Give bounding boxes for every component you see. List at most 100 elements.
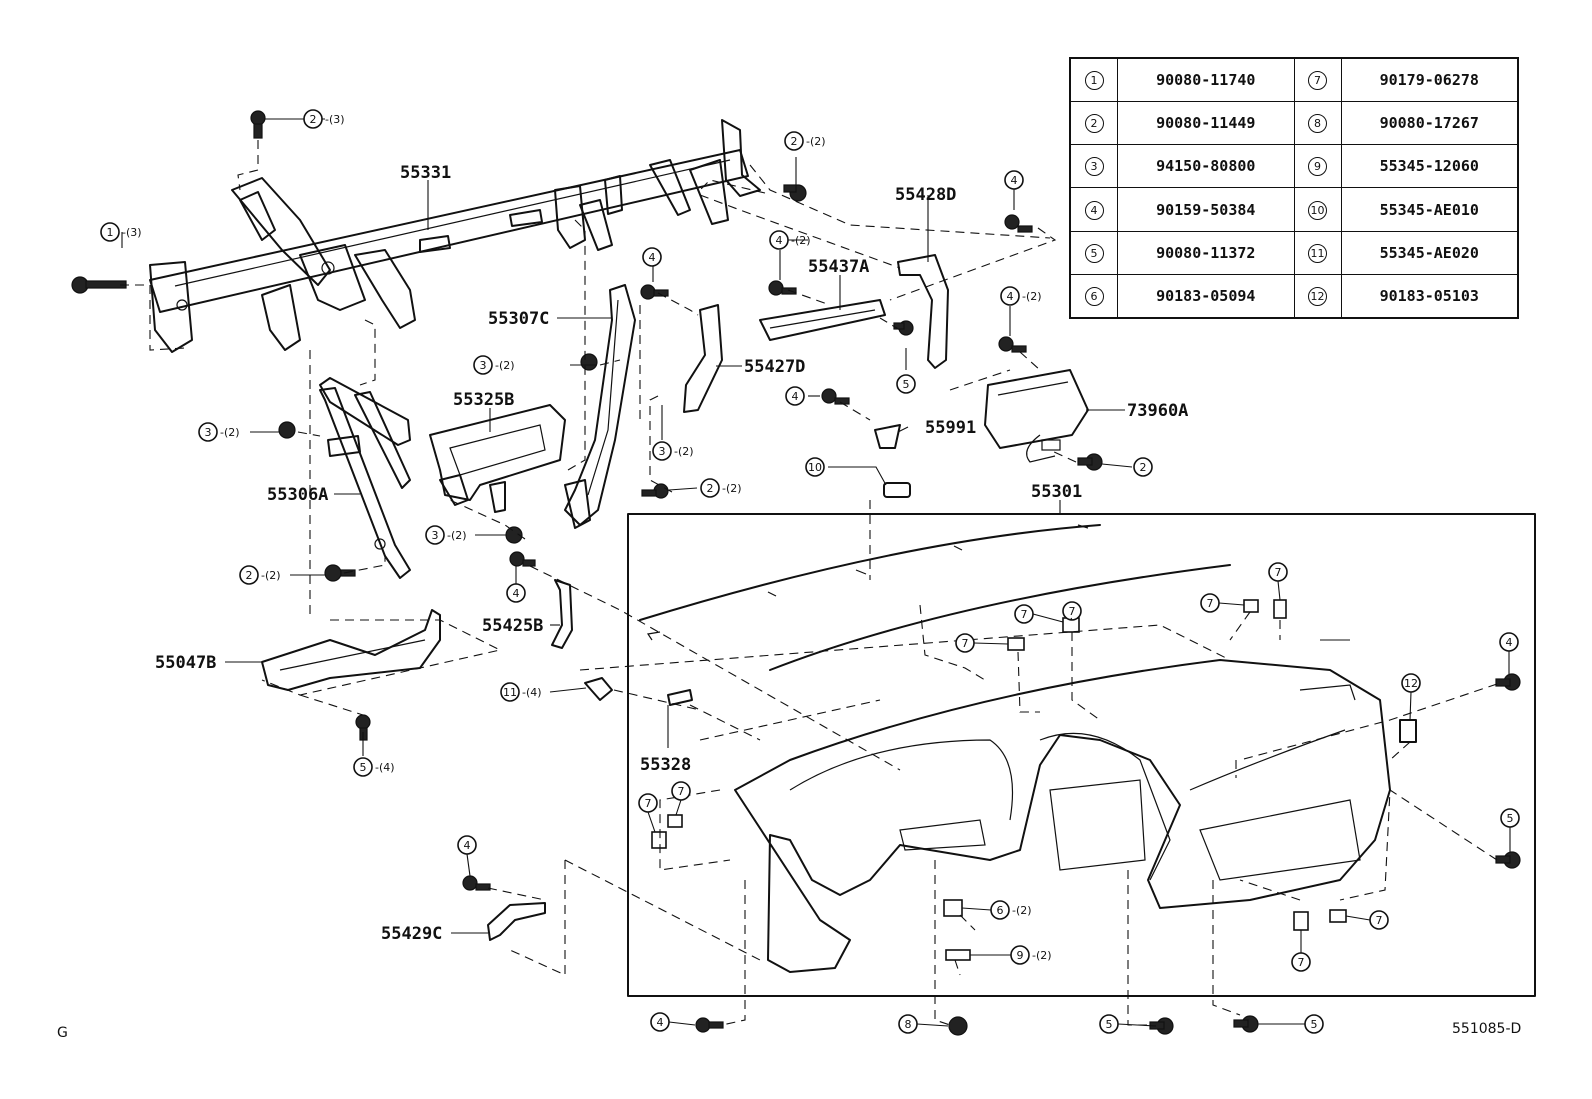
callout: 4: [506, 583, 526, 603]
leader-lines: [121, 118, 1350, 934]
svg-text:4: 4: [792, 390, 799, 403]
callout: 2 -(2): [700, 478, 742, 498]
callout: 4-(2): [769, 230, 811, 250]
legend-key: 4: [1084, 200, 1104, 220]
callout: 4: [1499, 632, 1519, 652]
callout: 7: [1200, 593, 1220, 613]
callout: 5: [896, 374, 916, 394]
svg-text:2: 2: [707, 482, 714, 495]
svg-text:-(3): -(3): [325, 113, 345, 126]
part-label-55301: 55301: [1031, 482, 1082, 502]
svg-text:7: 7: [1069, 605, 1076, 618]
legend-key: 3: [1084, 157, 1104, 177]
svg-text:10: 10: [808, 461, 822, 474]
legend-part-number: 90159-50384: [1117, 187, 1295, 232]
svg-text:5: 5: [903, 378, 910, 391]
legend-row: 3 94150-80800 9 55345-12060: [1070, 144, 1518, 189]
svg-text:9: 9: [1017, 949, 1024, 962]
part-label-55306A: 55306A: [267, 485, 328, 505]
legend-key: 9: [1308, 157, 1327, 177]
svg-text:-(2): -(2): [447, 529, 467, 542]
callout: 7: [1369, 910, 1389, 930]
svg-text:7: 7: [645, 797, 652, 810]
legend-grid: 1 90080-11740 7 90179-06278 2 90080-1144…: [1070, 57, 1518, 319]
svg-text:-(2): -(2): [220, 426, 240, 439]
callout: 5: [1500, 808, 1520, 828]
svg-text:7: 7: [1207, 597, 1214, 610]
legend-key: 1: [1084, 71, 1104, 91]
callout: 2: [1133, 457, 1153, 477]
callout: 9-(2): [1010, 945, 1052, 965]
svg-text:12: 12: [1404, 677, 1418, 690]
svg-text:1: 1: [107, 226, 114, 239]
svg-text:-(2): -(2): [1012, 904, 1032, 917]
callout: 5: [1304, 1014, 1324, 1034]
callout: 3 -(2): [198, 422, 240, 442]
svg-text:-(4): -(4): [522, 686, 542, 699]
part-drawings: [71, 110, 1536, 1036]
svg-text:2: 2: [246, 569, 253, 582]
svg-text:-(2): -(2): [806, 135, 826, 148]
brace-55307C: [564, 284, 636, 529]
legend-part-number: 55345-AE020: [1340, 230, 1518, 275]
legend-row: 4 90159-50384 10 55345-AE010: [1070, 187, 1518, 232]
clip-12: [1399, 719, 1417, 743]
legend-part-number: 55345-AE010: [1340, 187, 1518, 232]
callout: 2 -(2): [784, 131, 826, 151]
callout: 3 -(2): [473, 355, 515, 375]
part-label-55307C: 55307C: [488, 309, 549, 329]
legend-row: 1 90080-11740 7 90179-06278: [1070, 57, 1518, 103]
bracket-55427D: [683, 304, 723, 413]
svg-text:7: 7: [962, 637, 969, 650]
legend-part-number: 90080-11740: [1117, 57, 1295, 103]
callout: 6 -(2): [990, 900, 1032, 920]
legend-part-number: 90080-11449: [1117, 101, 1295, 146]
callout: 4: [1004, 170, 1024, 190]
callout: 11-(4): [500, 682, 542, 702]
legend-part-number: 90080-11372: [1117, 230, 1295, 275]
part-label-55427D: 55427D: [744, 357, 805, 377]
svg-text:3: 3: [205, 426, 212, 439]
callout: 4: [785, 386, 805, 406]
part-number-labels: 55331 55428D 55437A 55307C 55427D 55325B…: [155, 163, 1188, 944]
callout: 1-(3): [100, 222, 142, 242]
clip-11: [584, 677, 613, 701]
brace-55306A: [319, 377, 411, 579]
instrument-panel-box-55301: [627, 513, 1536, 997]
part-label-55047B: 55047B: [155, 653, 216, 673]
part-label-73960A: 73960A: [1127, 401, 1188, 421]
svg-text:4: 4: [1007, 290, 1014, 303]
callout: 4-(2): [1000, 286, 1042, 306]
svg-text:-(2): -(2): [495, 359, 515, 372]
svg-text:7: 7: [1021, 608, 1028, 621]
callout: 7: [638, 793, 658, 813]
bracket-55428D: [897, 254, 949, 369]
legend-part-number: 94150-80800: [1117, 144, 1295, 189]
callout: 7: [1268, 562, 1288, 582]
svg-text:5: 5: [1106, 1018, 1113, 1031]
svg-text:3: 3: [480, 359, 487, 372]
svg-text:-(2): -(2): [722, 482, 742, 495]
svg-text:4: 4: [649, 251, 656, 264]
svg-text:-(2): -(2): [261, 569, 281, 582]
svg-text:6: 6: [997, 904, 1004, 917]
part-label-55437A: 55437A: [808, 257, 869, 277]
callout: 4: [642, 247, 662, 267]
instrument-panel-55301: [639, 524, 1391, 973]
svg-text:-(2): -(2): [791, 234, 811, 247]
legend-row: 2 90080-11449 8 90080-17267: [1070, 101, 1518, 146]
callout-leaders: [466, 580, 1511, 1027]
svg-text:2: 2: [1140, 461, 1147, 474]
airbag-module-73960A: [984, 369, 1089, 463]
legend-key: 8: [1308, 114, 1327, 134]
svg-text:5: 5: [360, 761, 367, 774]
callout: 7: [671, 781, 691, 801]
legend-part-number: 55345-12060: [1340, 144, 1518, 189]
legend-key: 11: [1308, 243, 1327, 263]
svg-text:-(2): -(2): [674, 445, 694, 458]
svg-text:2: 2: [791, 135, 798, 148]
bracket-55991: [874, 424, 901, 449]
legend-row: 5 90080-11372 11 55345-AE020: [1070, 230, 1518, 275]
callout: 8: [898, 1014, 918, 1034]
